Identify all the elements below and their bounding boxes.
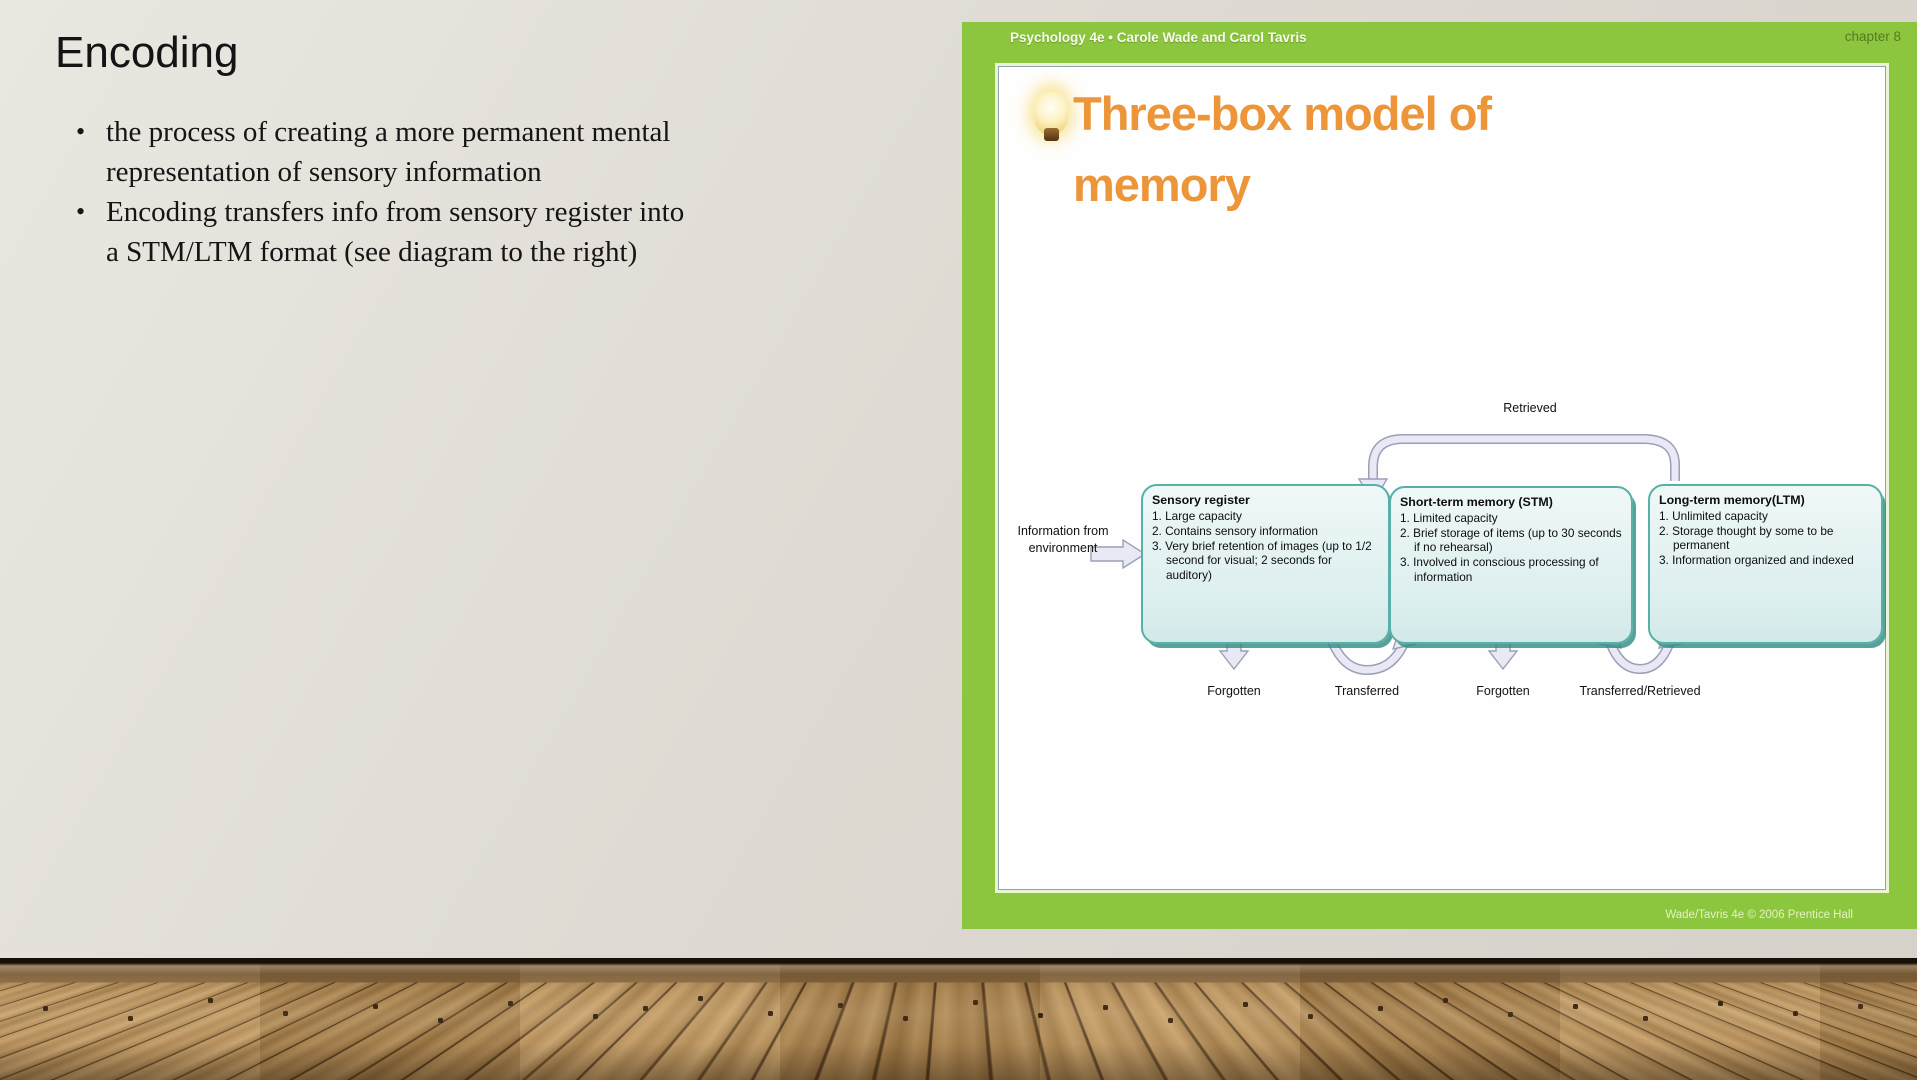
slide-title: Three-box model of memory bbox=[1073, 87, 1492, 211]
slide-header-chapter: chapter 8 bbox=[1844, 29, 1901, 44]
three-box-diagram: Retrieved Information from environment S… bbox=[999, 67, 1885, 889]
box-item: 3. Information organized and indexed bbox=[1659, 553, 1854, 568]
box-item: 2. Brief storage of items (up to 30 seco… bbox=[1400, 526, 1622, 555]
box-item: 1. Large capacity bbox=[1152, 508, 1242, 523]
long-term-memory-box: Long-term memory(LTM) 1. Unlimited capac… bbox=[1648, 484, 1883, 644]
short-term-memory-box: Short-term memory (STM) 1. Limited capac… bbox=[1389, 486, 1633, 644]
lightbulb-glass bbox=[1034, 89, 1068, 135]
list-item: • the process of creating a more permane… bbox=[76, 112, 716, 192]
box-item: 2. Contains sensory information bbox=[1152, 524, 1318, 539]
wood-shading bbox=[0, 958, 1917, 1080]
lightbulb-icon bbox=[1029, 89, 1073, 141]
diagram-arrows bbox=[1090, 434, 1683, 676]
lightbulb-base bbox=[1043, 128, 1059, 141]
embedded-slide-image: Psychology 4e • Carole Wade and Carol Ta… bbox=[962, 22, 1917, 929]
input-label: Information from environment bbox=[1017, 524, 1109, 555]
sensory-register-box: Sensory register 1. Large capacity 2. Co… bbox=[1141, 484, 1390, 644]
bullet-text: the process of creating a more permanent… bbox=[106, 116, 671, 189]
box-title: Sensory register bbox=[1152, 493, 1250, 507]
list-item: • Encoding transfers info from sensory r… bbox=[76, 192, 716, 272]
box-item: 1. Unlimited capacity bbox=[1659, 508, 1768, 523]
bullet-text: Encoding transfers info from sensory reg… bbox=[106, 196, 685, 269]
wood-floor-image bbox=[0, 958, 1917, 1080]
transferred-retrieved-label: Transferred/Retrieved bbox=[1579, 684, 1701, 698]
box-item: 2. Storage thought by some to be permane… bbox=[1659, 524, 1834, 553]
retrieved-label: Retrieved bbox=[1503, 401, 1557, 415]
box-item: 1. Limited capacity bbox=[1400, 510, 1498, 525]
slide-footer-credit: Wade/Tavris 4e © 2006 Prentice Hall bbox=[1665, 909, 1853, 921]
box-title: Short-term memory (STM) bbox=[1400, 495, 1553, 509]
forgotten-label-1: Forgotten bbox=[1207, 684, 1261, 698]
bullet-list: • the process of creating a more permane… bbox=[76, 112, 716, 272]
slide-header-book-title: Psychology 4e • Carole Wade and Carol Ta… bbox=[1010, 30, 1307, 45]
bullet-icon: • bbox=[76, 117, 86, 146]
page-title: Encoding bbox=[55, 28, 239, 77]
box-title: Long-term memory(LTM) bbox=[1659, 493, 1805, 507]
input-arrow bbox=[1090, 538, 1147, 570]
floor-edge-shadow bbox=[0, 958, 1917, 974]
forgotten-label-2: Forgotten bbox=[1476, 684, 1530, 698]
transferred-label: Transferred bbox=[1334, 684, 1400, 698]
box-item: 3. Involved in conscious processing of i… bbox=[1400, 555, 1599, 584]
box-item: 3. Very brief retention of images (up to… bbox=[1152, 539, 1372, 582]
slide-content-area: Three-box model of memory bbox=[998, 66, 1886, 890]
bullet-icon: • bbox=[76, 197, 86, 227]
